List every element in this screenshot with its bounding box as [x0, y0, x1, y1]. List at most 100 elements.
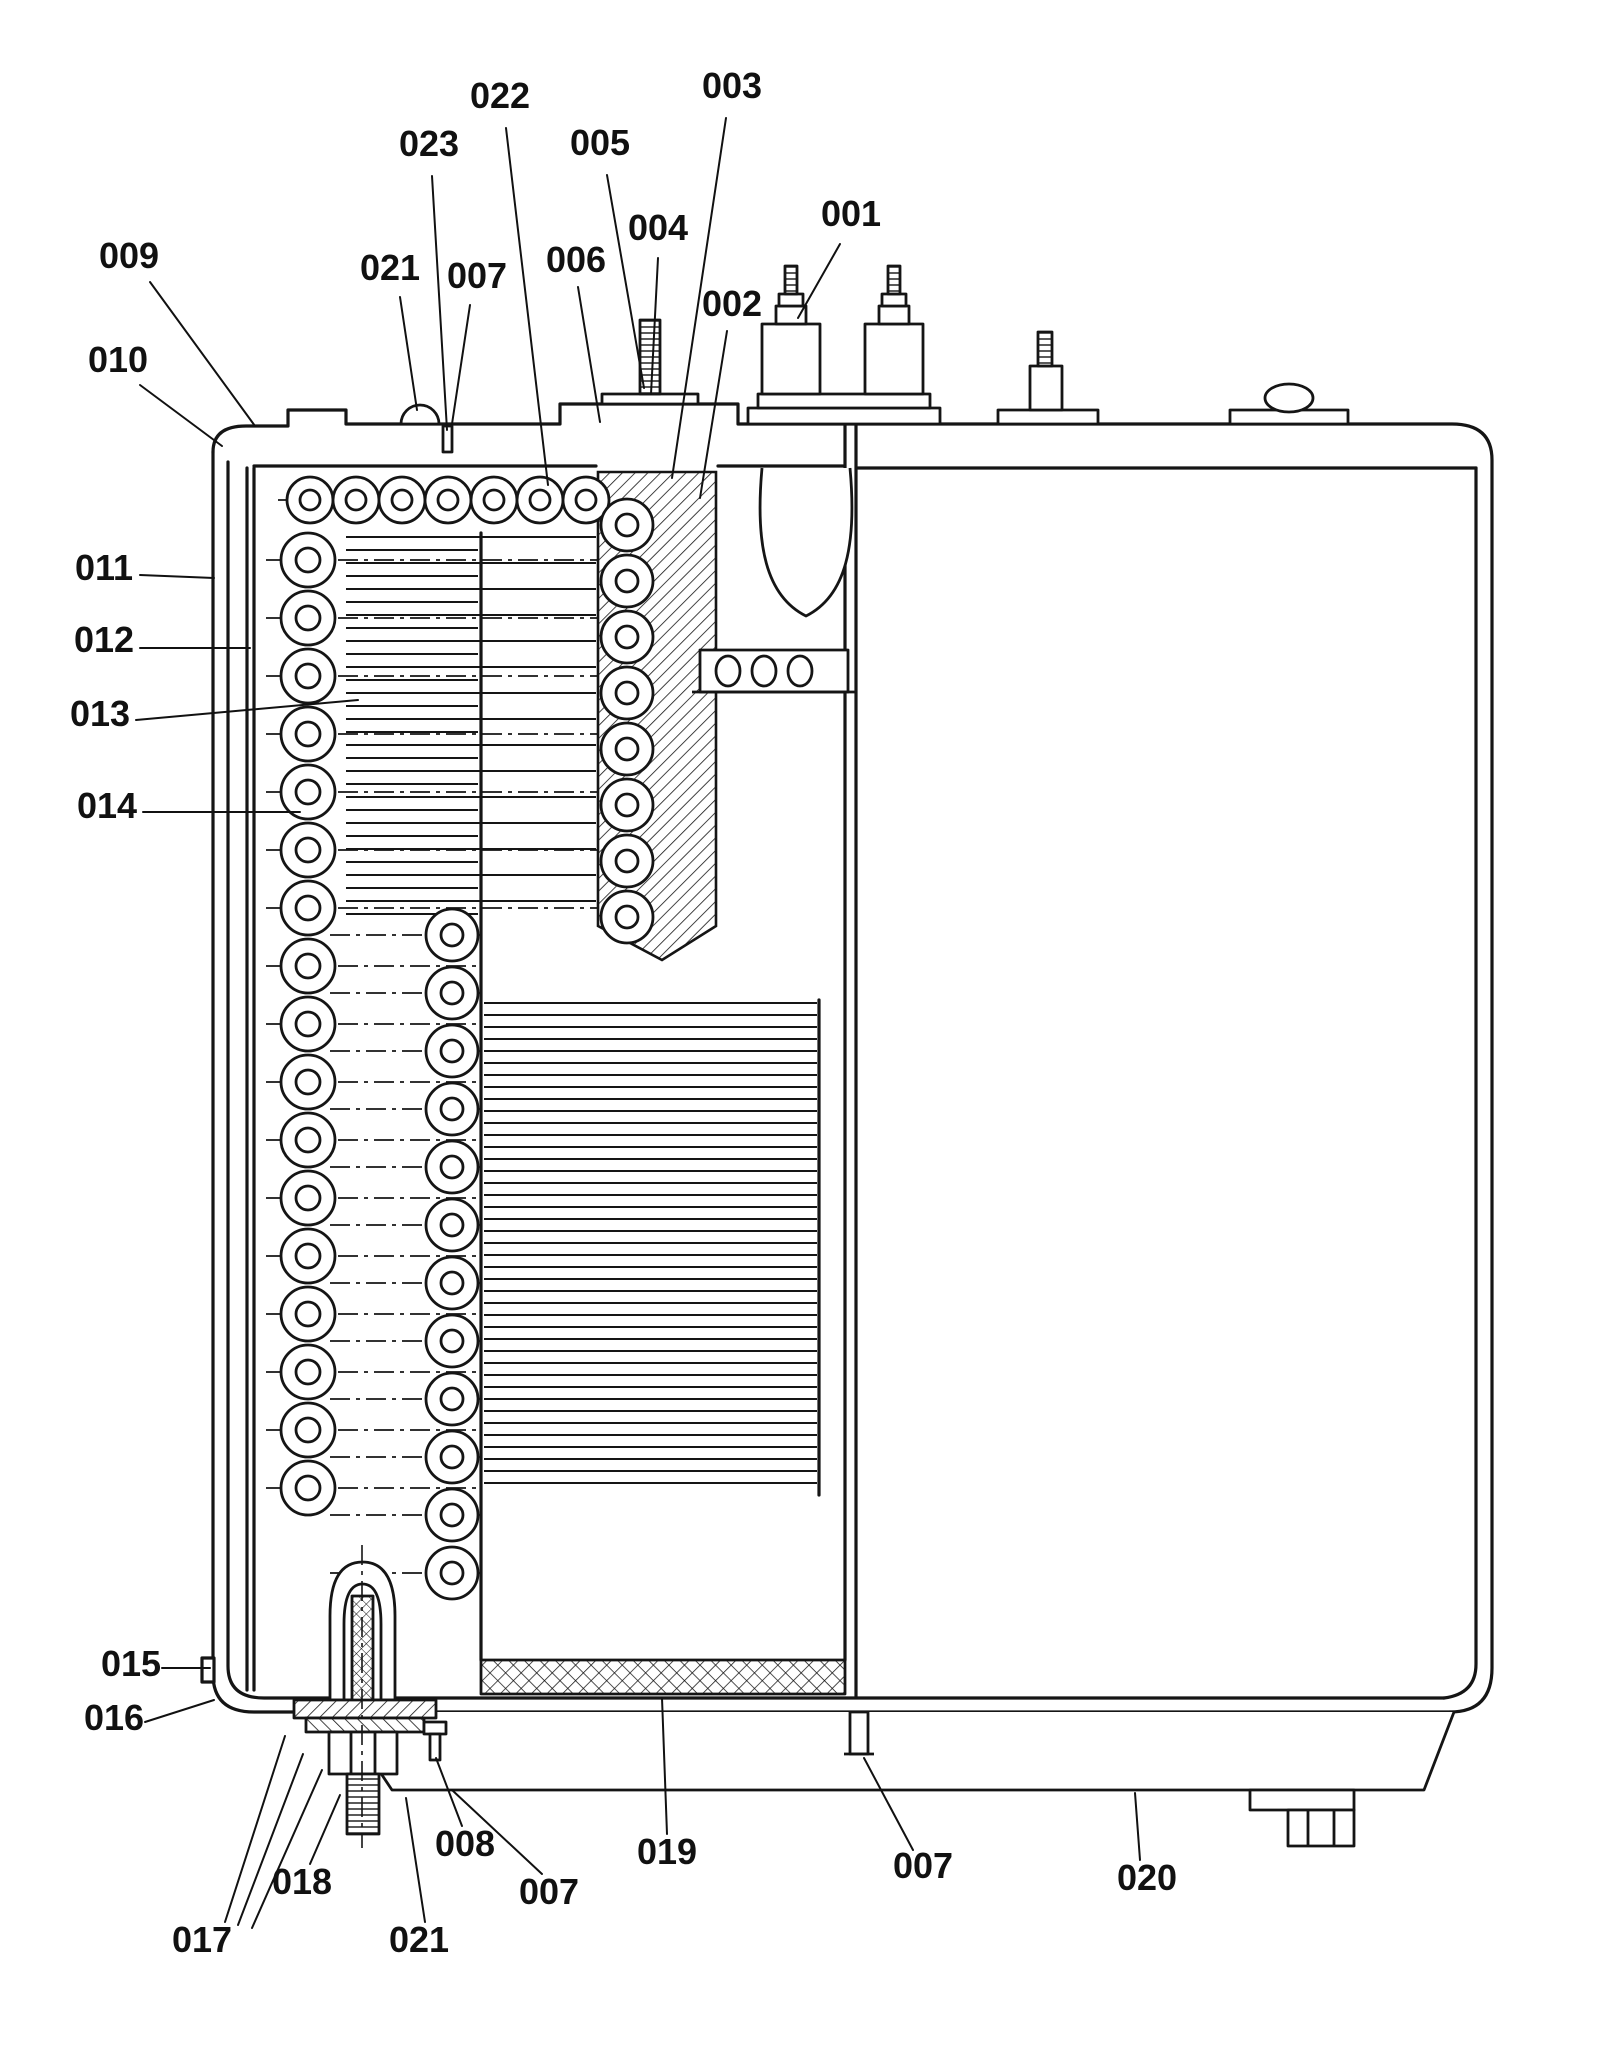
bushing-cap-right: [877, 304, 911, 326]
leader-001: [797, 243, 841, 319]
bottom-apron: [338, 1711, 1456, 1792]
aux-stud: [1036, 330, 1054, 368]
callout-label-012: 012: [74, 619, 134, 660]
lid-top-profile: [211, 402, 847, 454]
callout-label-008: 008: [435, 1823, 495, 1864]
callout-label-013: 013: [70, 693, 130, 734]
callout-label-015: 015: [101, 1643, 161, 1684]
callout-label-002: 002: [702, 283, 762, 324]
tank-right-and-top-edge: [843, 422, 1494, 1714]
lid-hardware: [399, 264, 1350, 454]
lid-underside: [252, 464, 1478, 470]
callout-label-004: 004: [628, 207, 688, 248]
dome-rivet: [399, 403, 441, 426]
bracket-hole-2: [750, 654, 778, 688]
leader-007-top: [451, 304, 471, 425]
wall-clip-tab: [200, 1656, 216, 1684]
callout-label-007-bottom-right: 007: [893, 1845, 953, 1886]
bushing-cap-left: [774, 304, 808, 326]
callout-label-016: 016: [84, 1697, 144, 1738]
bracket-hole-3: [786, 654, 814, 688]
callout-label-014: 014: [77, 785, 137, 826]
bushing-body-left: [760, 322, 822, 396]
leader-006: [577, 286, 601, 423]
flange-plate-lower: [304, 1716, 426, 1734]
leader-007-bottom-left: [451, 1789, 543, 1875]
callout-label-007-top: 007: [447, 255, 507, 296]
cap-screw-dome: [1263, 382, 1315, 414]
callout-label-009: 009: [99, 235, 159, 276]
callout-label-001: 001: [821, 193, 881, 234]
aux-stud-body: [1028, 364, 1064, 412]
drain-boss: [1248, 1788, 1356, 1812]
bushing-body-right: [863, 322, 925, 396]
callout-label-003: 003: [702, 65, 762, 106]
callout-label-011: 011: [75, 547, 133, 588]
winding-layer-lines: [346, 536, 817, 1484]
leader-017-c: [251, 1769, 323, 1929]
hanger-fitting: [848, 1710, 870, 1756]
leader-010: [139, 384, 223, 447]
leader-007-bottom-right: [863, 1757, 914, 1851]
leader-005: [606, 174, 645, 389]
tank-left-inner-wall: [226, 460, 1446, 1700]
callout-labels: 022 003 023 005 004 001 009 021 007 006 …: [70, 65, 1177, 1960]
drain-hex-facets: [1306, 1810, 1336, 1846]
bushing-stud-right: [886, 264, 902, 296]
callout-label-018: 018: [272, 1861, 332, 1902]
bottom-assembly: [292, 1545, 1456, 1848]
leader-003: [671, 117, 727, 479]
center-internal-details: [692, 467, 856, 694]
callout-label-005: 005: [570, 122, 630, 163]
leader-016: [144, 1699, 215, 1723]
core-leg-circles: [599, 497, 655, 945]
leader-004: [650, 257, 659, 395]
core-block-edges: [479, 531, 821, 1662]
bushing-nut-left: [777, 292, 805, 308]
leader-013: [135, 699, 359, 721]
callout-label-021-top: 021: [360, 247, 420, 288]
callout-label-019: 019: [637, 1831, 697, 1872]
callout-label-023: 023: [399, 123, 459, 164]
side-pin: [428, 1732, 442, 1762]
bushing-bell: [758, 467, 854, 618]
leader-021-top: [399, 296, 418, 411]
leader-002: [699, 330, 728, 499]
leader-011: [139, 574, 215, 579]
clamp-thread-stub: [345, 1772, 381, 1836]
callout-leader-lines: [135, 117, 1141, 1929]
leader-022: [505, 127, 549, 486]
callout-label-022: 022: [470, 75, 530, 116]
callout-label-017: 017: [172, 1919, 232, 1960]
tank-right-inner-wall: [1442, 466, 1478, 1700]
callout-label-020: 020: [1117, 1857, 1177, 1898]
callout-label-010: 010: [88, 339, 148, 380]
callout-label-006: 006: [546, 239, 606, 280]
leader-023: [431, 175, 448, 431]
winding-turn-circles: [279, 475, 611, 1601]
callout-label-007-bottom-left: 007: [519, 1871, 579, 1912]
bushing-nut-right: [880, 292, 908, 308]
bushing-pad: [746, 406, 942, 426]
side-washer: [422, 1720, 448, 1736]
insulating-pad: [479, 1658, 847, 1696]
leader-020: [1134, 1792, 1141, 1861]
bushing-stud-left: [783, 264, 799, 296]
drain-hex: [1286, 1808, 1356, 1848]
leader-008: [435, 1757, 463, 1827]
leader-017-a: [224, 1735, 286, 1923]
tank-outline: [200, 402, 1494, 1714]
bracket-hole-1: [714, 654, 742, 688]
bushing-plate: [756, 392, 932, 410]
flange-plate-upper: [292, 1698, 438, 1720]
clamp-hex-facets: [349, 1732, 377, 1774]
leader-009: [149, 281, 256, 427]
leader-018: [309, 1794, 341, 1865]
clamp-hex-nut: [327, 1730, 399, 1776]
aux-stud-pad: [996, 408, 1100, 426]
leader-019: [661, 1697, 668, 1835]
callout-label-021-bottom: 021: [389, 1919, 449, 1960]
leader-017-b: [237, 1753, 304, 1926]
